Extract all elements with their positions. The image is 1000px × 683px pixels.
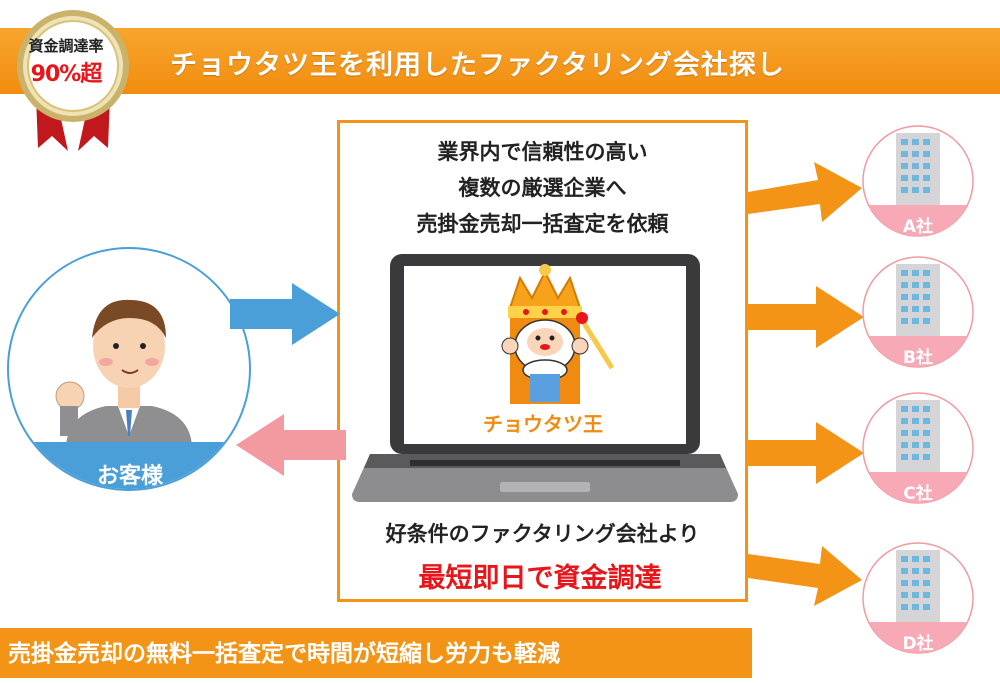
- company-d-building-icon: [862, 542, 974, 654]
- banner-title: チョウタツ王を利用したファクタリング会社探し: [170, 50, 785, 81]
- customer-avatar-icon: [7, 247, 251, 491]
- center-line-1: 業界内で信頼性の高い: [437, 140, 648, 164]
- company-c-label: C社: [903, 484, 933, 504]
- company-b-building-icon: [862, 256, 974, 368]
- badge-rate: 90%超: [30, 62, 103, 87]
- arrow-orange-to-a-icon: [748, 162, 862, 222]
- center-line-2: 複数の厳選企業へ: [458, 176, 627, 200]
- badge-label: 資金調達率: [28, 37, 104, 55]
- arrow-orange-to-b-icon: [748, 286, 864, 348]
- arrow-orange-to-c-icon: [748, 422, 864, 484]
- top-banner: [0, 28, 1000, 94]
- customer-label: お客様: [96, 464, 163, 489]
- king-label: チョウタツ王: [483, 412, 603, 436]
- center-line-3: 売掛金売却一括査定を依頼: [416, 212, 669, 236]
- company-b-label: B社: [903, 348, 933, 368]
- laptop-icon: [352, 254, 738, 502]
- company-a-building-icon: [862, 125, 974, 237]
- company-c-building-icon: [862, 392, 974, 504]
- medal-badge-icon: [17, 10, 129, 151]
- company-a-label: A社: [902, 217, 934, 237]
- arrow-left-pink-icon: [236, 414, 346, 476]
- company-d-label: D社: [902, 634, 934, 654]
- arrow-orange-to-d-icon: [748, 546, 862, 606]
- arrow-right-blue-icon: [230, 283, 340, 345]
- result-line-1: 好条件のファクタリング会社より: [385, 522, 700, 546]
- bottom-banner: [0, 628, 752, 678]
- king-mascot-icon: [501, 264, 615, 404]
- footer-text: 売掛金売却の無料一括査定で時間が短縮し労力も軽減: [8, 641, 560, 667]
- result-line-2: 最短即日で資金調達: [400, 556, 680, 601]
